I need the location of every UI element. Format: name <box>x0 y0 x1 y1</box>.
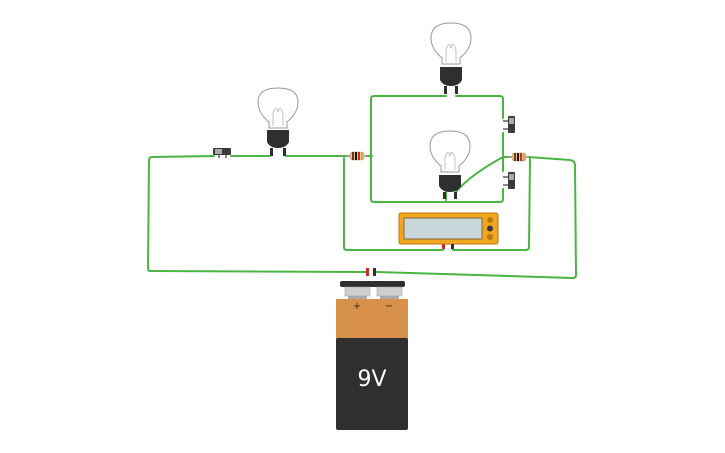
slide-switch-right-top[interactable] <box>503 116 515 133</box>
resistor-1[interactable] <box>346 151 368 161</box>
battery-minus-label: − <box>385 301 393 312</box>
battery-plus-label: + <box>353 301 361 312</box>
wire-resistor2-right[interactable] <box>375 156 577 279</box>
slide-switch-left[interactable] <box>213 148 231 158</box>
wire-resistor2-to-meter[interactable] <box>452 157 531 251</box>
resistor-2[interactable] <box>508 152 530 162</box>
wire-junction-to-meter[interactable] <box>343 157 444 251</box>
battery-voltage-label: 9V <box>357 367 386 392</box>
light-bulb-1[interactable] <box>257 87 299 156</box>
multimeter-port-icon[interactable] <box>487 225 493 232</box>
multimeter-port-icon[interactable] <box>487 234 493 240</box>
multimeter-knob-icon[interactable] <box>487 217 493 223</box>
battery-body <box>336 338 408 430</box>
wire-parallel-left-bottom[interactable] <box>370 155 504 203</box>
bulb-glass-icon <box>430 22 472 65</box>
bulb-glass-icon <box>429 130 471 173</box>
bulb-glass-icon <box>257 87 299 129</box>
wire-left-loop[interactable] <box>147 155 369 273</box>
multimeter-display <box>403 217 483 240</box>
light-bulb-3[interactable] <box>429 130 471 199</box>
battery-top <box>336 299 408 339</box>
multimeter[interactable] <box>398 212 499 249</box>
battery-terminal-positive <box>344 286 371 297</box>
wire-parallel-top-right[interactable] <box>455 95 504 119</box>
battery-9v[interactable]: + − 9V <box>336 268 408 430</box>
light-bulb-2[interactable] <box>430 22 472 94</box>
battery-terminal-negative <box>376 286 403 297</box>
wire-parallel-top[interactable] <box>370 95 447 157</box>
slide-switch-right-bottom[interactable] <box>503 172 515 189</box>
